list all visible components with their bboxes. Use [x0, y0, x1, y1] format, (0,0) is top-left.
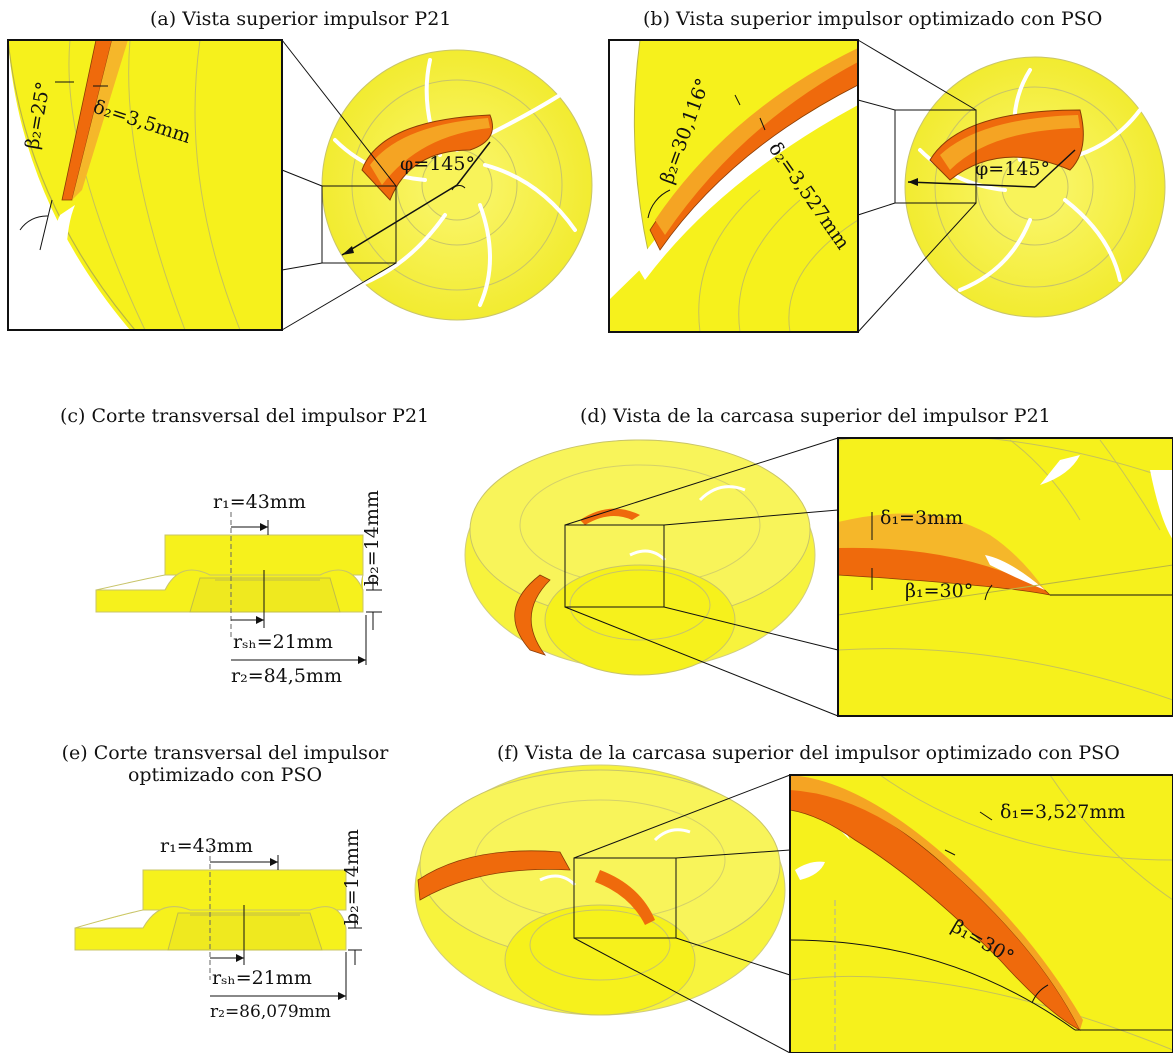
- caption-e-line1: (e) Corte transversal del impulsor: [61, 742, 389, 764]
- zoom-box-f: [573, 857, 677, 939]
- panel-a: φ=145° β₂=25° δ₂=3,5mm: [7, 39, 593, 331]
- zoom-frame-d: [837, 437, 1173, 717]
- impeller-a-top-view: φ=145°: [321, 49, 593, 321]
- label-rsh-e: rₛₕ=21mm: [212, 967, 312, 989]
- cross-section-c: [95, 534, 364, 613]
- label-delta1-d: δ₁=3mm: [880, 507, 963, 529]
- caption-b: (b) Vista superior impulsor optimizado c…: [643, 8, 1103, 30]
- caption-d: (d) Vista de la carcasa superior del imp…: [580, 405, 1051, 427]
- panel-b: φ=145° β₂=30,116° δ₂=3,527mm: [608, 39, 1166, 333]
- panel-f: δ₁=3,527mm β₁=30°: [414, 764, 1173, 1053]
- label-r2-e: r₂=86,079mm: [210, 1002, 331, 1022]
- panel-d: δ₁=3mm β₁=30°: [464, 437, 1173, 717]
- label-b2-c: b₂=14mm: [361, 490, 383, 586]
- label-phi-b: φ=145°: [975, 158, 1050, 180]
- zoom-inset-b: β₂=30,116° δ₂=3,527mm: [609, 40, 858, 332]
- caption-a: (a) Vista superior impulsor P21: [150, 8, 452, 30]
- zoom-inset-d: δ₁=3mm β₁=30°: [838, 438, 1173, 716]
- zoom-inset-f: δ₁=3,527mm β₁=30°: [790, 775, 1173, 1053]
- caption-f: (f) Vista de la carcasa superior del imp…: [497, 742, 1120, 764]
- label-b2-e: b₂=14mm: [341, 829, 363, 925]
- label-r1-c: r₁=43mm: [213, 491, 306, 513]
- zoom-frame-a: [7, 39, 283, 331]
- zoom-box-a: [321, 185, 397, 264]
- zoom-inset-a: β₂=25° δ₂=3,5mm: [8, 40, 282, 330]
- zoom-box-b: [894, 109, 977, 204]
- zoom-frame-b: [608, 39, 859, 333]
- caption-e: (e) Corte transversal del impulsor optim…: [60, 742, 390, 786]
- label-beta1-d: β₁=30°: [905, 580, 973, 602]
- label-rsh-c: rₛₕ=21mm: [233, 631, 333, 653]
- zoom-box-d: [564, 524, 665, 608]
- caption-e-line2: optimizado con PSO: [127, 764, 323, 786]
- housing-3d-f: [414, 764, 786, 1016]
- caption-c: (c) Corte transversal del impulsor P21: [60, 405, 430, 427]
- impeller-b-top-view: φ=145°: [904, 56, 1166, 318]
- label-r1-e: r₁=43mm: [160, 835, 253, 857]
- label-phi-a: φ=145°: [400, 153, 475, 175]
- panel-c: r₁=43mm b₂=14mm rₛₕ=21mm r₂=84,5mm: [95, 490, 383, 687]
- zoom-frame-f: [789, 774, 1173, 1053]
- housing-3d-d: [464, 439, 816, 676]
- panel-e: r₁=43mm b₂=14mm rₛₕ=21mm r₂=86,079mm: [74, 829, 363, 1022]
- label-r2-c: r₂=84,5mm: [231, 665, 342, 687]
- label-delta1-f: δ₁=3,527mm: [1000, 801, 1125, 823]
